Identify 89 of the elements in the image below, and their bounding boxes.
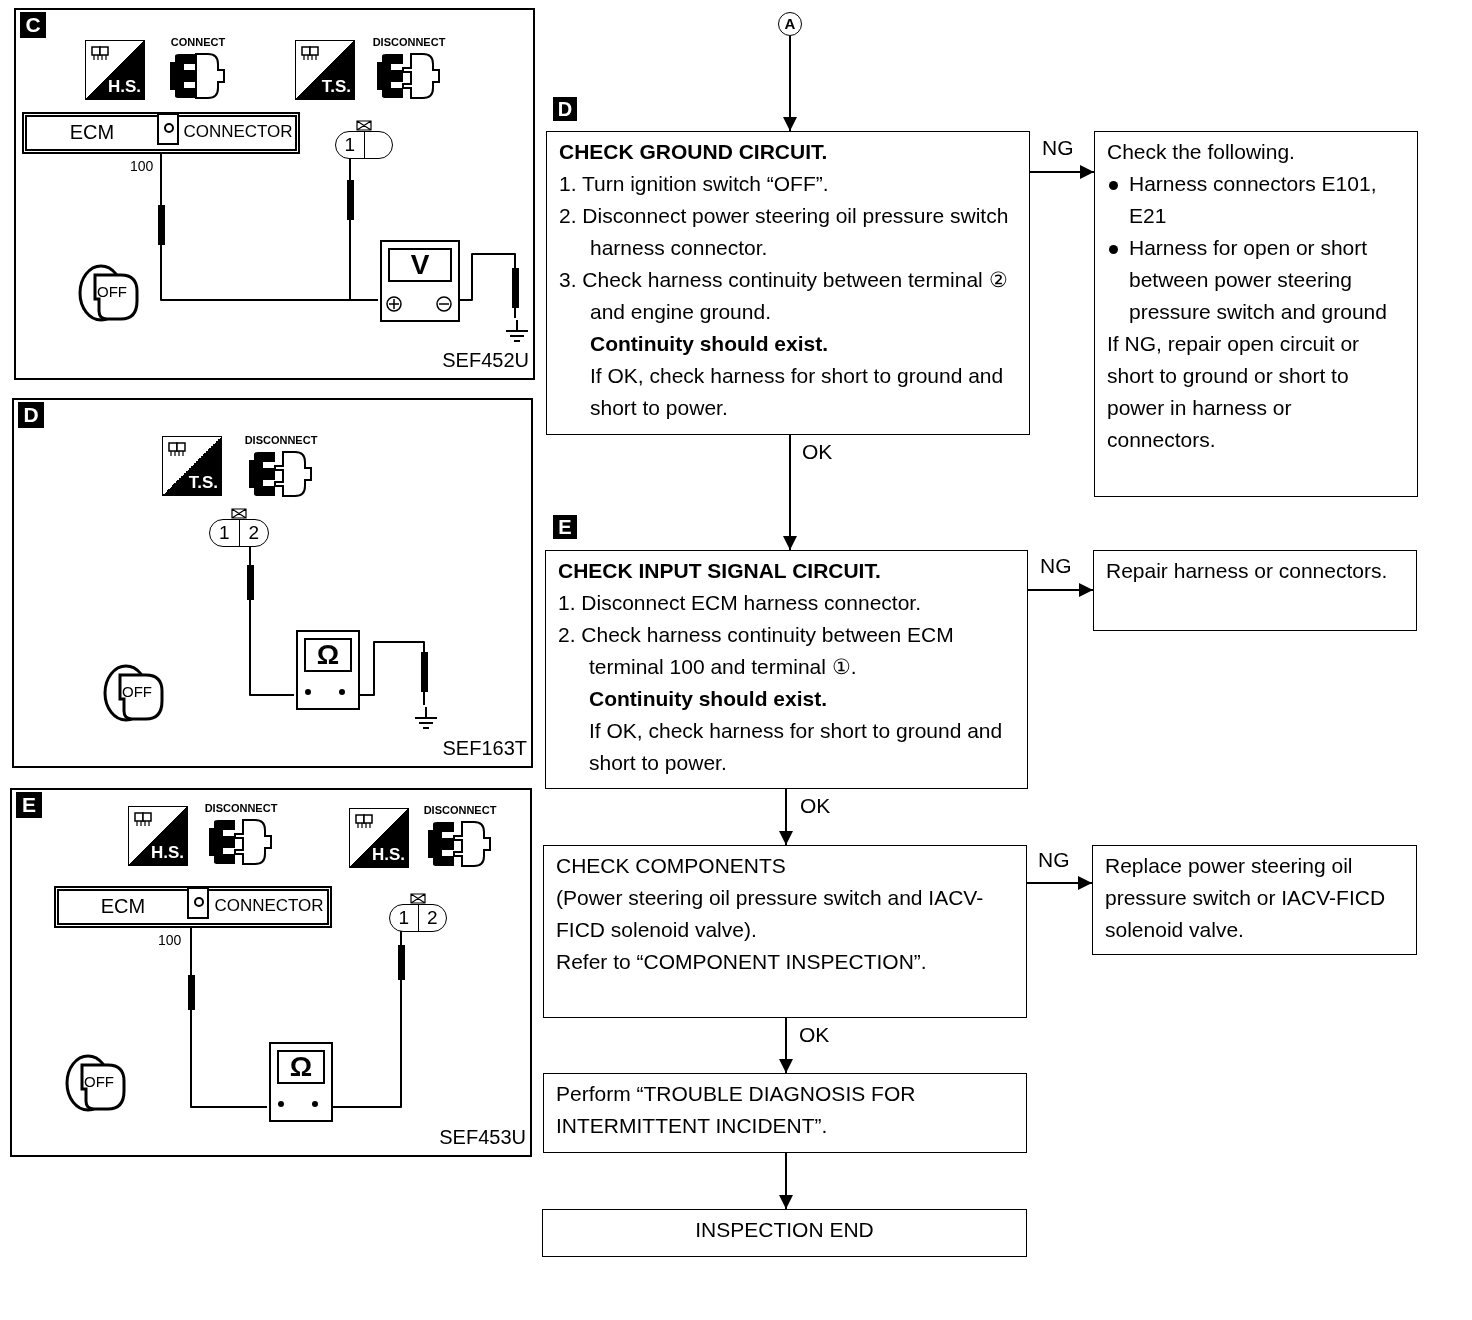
step-text: 1. Turn ignition switch “OFF”. — [559, 171, 830, 197]
figure-code: SEF452U — [442, 349, 529, 372]
process-box — [1093, 550, 1417, 631]
step-text: Continuity should exist. — [589, 331, 829, 357]
symbol-label: H.S. — [150, 843, 184, 863]
arrow — [779, 1017, 793, 1074]
meter-display: V — [388, 248, 452, 282]
ecm-connector — [54, 886, 332, 928]
step-text: If NG, repair open circuit or short to ground or short to power in harness or connectors. — [1107, 331, 1361, 453]
meter-display: Ω — [277, 1050, 325, 1084]
symbol-label: H.S. — [107, 77, 141, 97]
figure-panel — [12, 398, 533, 768]
terminal-number: 1 — [217, 521, 231, 545]
wire — [349, 157, 379, 301]
terminal-number: 2 — [417, 905, 446, 931]
off-page-connector: A — [778, 12, 802, 36]
step-text: Perform “TROUBLE DIAGNOSIS FOR INTERMITTENT INCIDENT”. — [556, 1081, 917, 1139]
step-text: 2. Disconnect power steering oil pressure switch harness connector. — [559, 203, 1010, 261]
connector-label: ECM — [99, 895, 147, 918]
list-item: Harness for open or short between power steering pressure switch and ground — [1129, 236, 1387, 323]
tester-symbol — [349, 808, 409, 868]
figure-panel — [10, 788, 532, 1157]
panel-badge: C — [20, 12, 46, 38]
step-text: (Power steering oil pressure switch and IACV-FICD solenoid valve). — [556, 885, 985, 943]
step-text: INSPECTION END — [694, 1217, 875, 1243]
arrow — [1027, 583, 1094, 597]
key-position-label: OFF — [84, 1073, 114, 1090]
connector-caption: DISCONNECT — [203, 802, 279, 814]
connector-label: ECM — [68, 121, 116, 144]
step-badge: E — [553, 515, 577, 539]
tester-symbol — [162, 436, 222, 496]
connector-caption: DISCONNECT — [422, 804, 498, 816]
process-box — [546, 131, 1030, 435]
process-box — [1092, 845, 1417, 955]
arrow — [779, 788, 793, 846]
arrow — [1026, 876, 1093, 890]
pin-number: 100 — [130, 158, 154, 174]
connector-caption: DISCONNECT — [371, 36, 447, 48]
connector-caption: DISCONNECT — [243, 434, 319, 446]
panel-badge: D — [18, 402, 44, 428]
wire — [249, 545, 295, 696]
connector-caption: CONNECT — [169, 36, 227, 48]
terminal-number: 2 — [238, 520, 268, 546]
ecm-connector — [22, 112, 300, 154]
key-position-label: OFF — [122, 683, 152, 700]
connector-label: CONNECTOR — [213, 896, 325, 916]
tester-meter — [380, 240, 460, 322]
symbol-label: T.S. — [188, 473, 218, 493]
arrow — [779, 1152, 793, 1210]
step-text: Repair harness or connectors. — [1106, 558, 1389, 584]
step-badge: D — [553, 97, 577, 121]
pin-number: 100 — [158, 932, 182, 948]
list-item: Harness connectors E101, E21 — [1129, 172, 1377, 227]
step-text: 2. Check harness continuity between ECM terminal 100 and terminal ①. — [558, 622, 955, 680]
arrow — [1029, 165, 1095, 179]
terminal-number: 1 — [397, 906, 411, 930]
connector-label: CONNECTOR — [182, 122, 294, 142]
step-heading: CHECK INPUT SIGNAL CIRCUIT. — [558, 558, 882, 584]
meter-display: Ω — [304, 638, 352, 672]
figure-panel — [14, 8, 535, 380]
step-text: 3. Check harness continuity between terminal ② and engine ground. — [559, 267, 1009, 325]
arrow — [783, 434, 797, 551]
tester-meter — [296, 630, 360, 710]
process-box — [1094, 131, 1418, 497]
figure-code: SEF453U — [439, 1126, 526, 1149]
terminal-number: 1 — [343, 133, 357, 157]
step-text: Replace power steering oil pressure switch or IACV-FICD solenoid valve. — [1105, 853, 1387, 943]
figure-code: SEF163T — [442, 737, 527, 760]
process-box — [545, 550, 1028, 789]
tester-meter — [269, 1042, 333, 1122]
symbol-label: H.S. — [371, 845, 405, 865]
symbol-label: T.S. — [321, 77, 351, 97]
process-box — [542, 1209, 1027, 1257]
key-position-label: OFF — [97, 283, 127, 300]
step-text: If OK, check harness for short to ground and short to power. — [589, 363, 1005, 421]
tester-symbol — [128, 806, 188, 866]
step-text: If OK, check harness for short to ground and short to power. — [588, 718, 1004, 776]
step-text: CHECK COMPONENTS — [556, 853, 787, 879]
process-box — [543, 1073, 1027, 1153]
arrow — [783, 35, 797, 132]
step-text: Continuity should exist. — [588, 686, 828, 712]
tester-symbol — [85, 40, 145, 100]
step-text: 1. Disconnect ECM harness connector. — [558, 590, 922, 616]
tester-symbol — [295, 40, 355, 100]
step-text: Refer to “COMPONENT INSPECTION”. — [556, 949, 928, 975]
step-text: Check the following. — [1107, 139, 1296, 165]
step-heading: CHECK GROUND CIRCUIT. — [559, 139, 829, 165]
process-box — [543, 845, 1027, 1018]
panel-badge: E — [16, 792, 42, 818]
